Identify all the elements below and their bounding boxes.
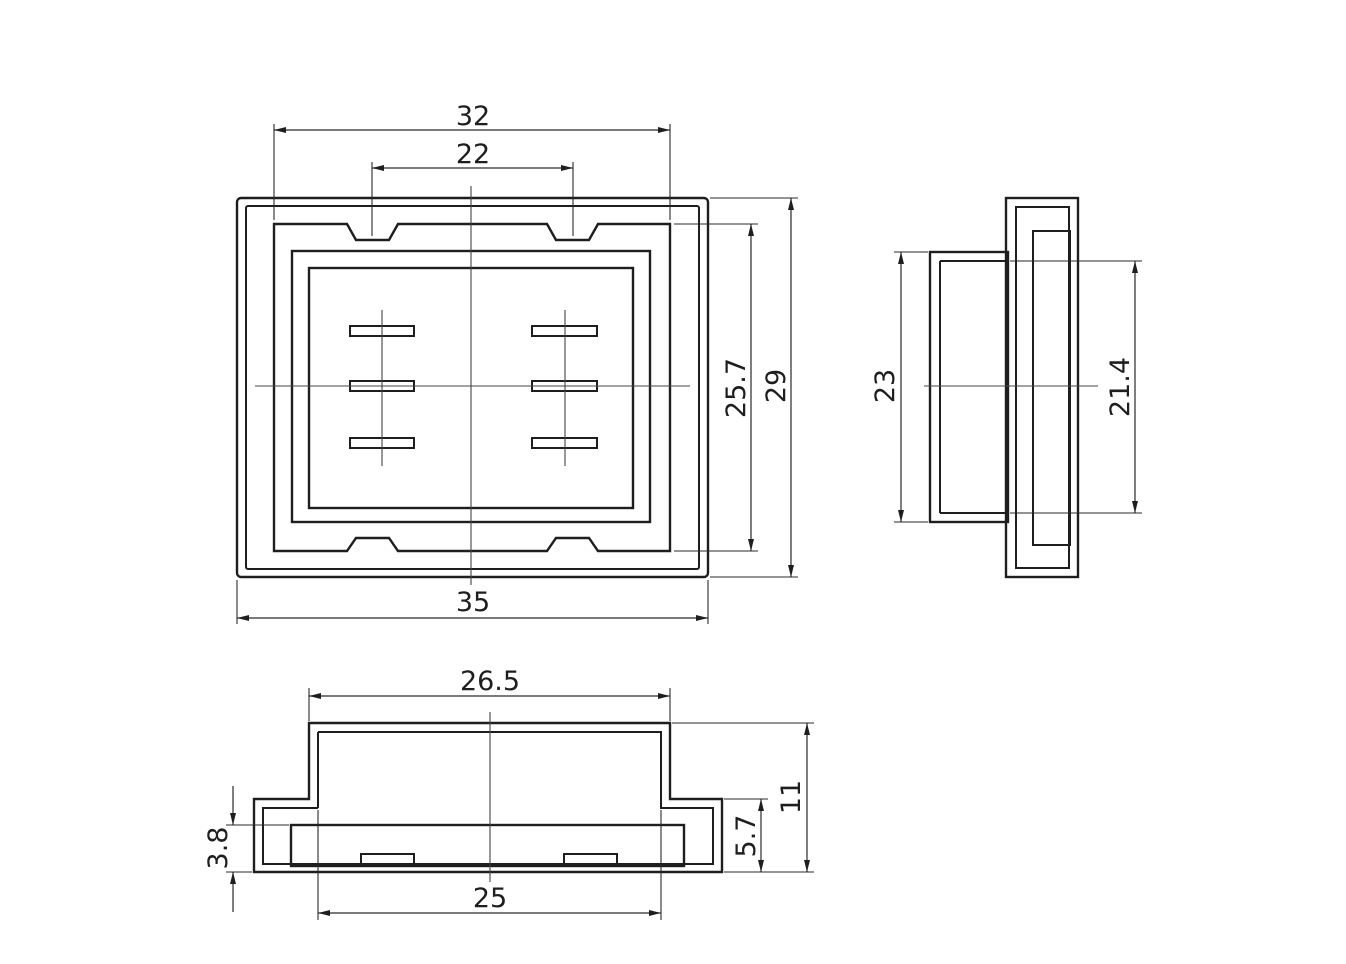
- bottom-foot-left: [360, 853, 415, 867]
- front-outer-frame: [235, 196, 710, 579]
- bottom-view: 26.5 25 11 5.7 3.8: [203, 666, 814, 920]
- dim-text-inner-height: 25.7: [721, 358, 752, 418]
- dim-text-side-inner-height: 21.4: [1105, 357, 1136, 417]
- dim-text-bottom-top-width: 26.5: [460, 666, 520, 697]
- side-body: [928, 250, 1010, 524]
- bottom-outer-profile: [252, 721, 724, 874]
- side-flange-recess: [1032, 230, 1071, 546]
- dim-text-slot-spacing: 22: [456, 139, 490, 170]
- dim-text-bottom-width: 35: [456, 587, 490, 618]
- front-outer-frame-inner-edge: [245, 205, 700, 570]
- front-slot-frame: [272, 222, 672, 553]
- dim-text-bottom-base-width: 25: [473, 883, 507, 914]
- side-flange: [1004, 196, 1080, 579]
- bottom-foot-right: [563, 853, 618, 867]
- dim-text-base-height: 3.8: [203, 827, 234, 870]
- bottom-base-plate: [289, 823, 686, 868]
- bottom-inner-profile: [262, 731, 714, 865]
- dim-text-flange-height: 5.7: [731, 815, 762, 858]
- dim-text-body-height: 23: [870, 369, 901, 403]
- dim-text-top-width: 32: [456, 101, 490, 132]
- dim-text-outer-height: 29: [761, 369, 792, 403]
- front-view: 32 22 35 25.7 29: [235, 101, 798, 624]
- dim-text-total-height: 11: [776, 780, 807, 814]
- side-view: 23 21.4: [870, 196, 1142, 579]
